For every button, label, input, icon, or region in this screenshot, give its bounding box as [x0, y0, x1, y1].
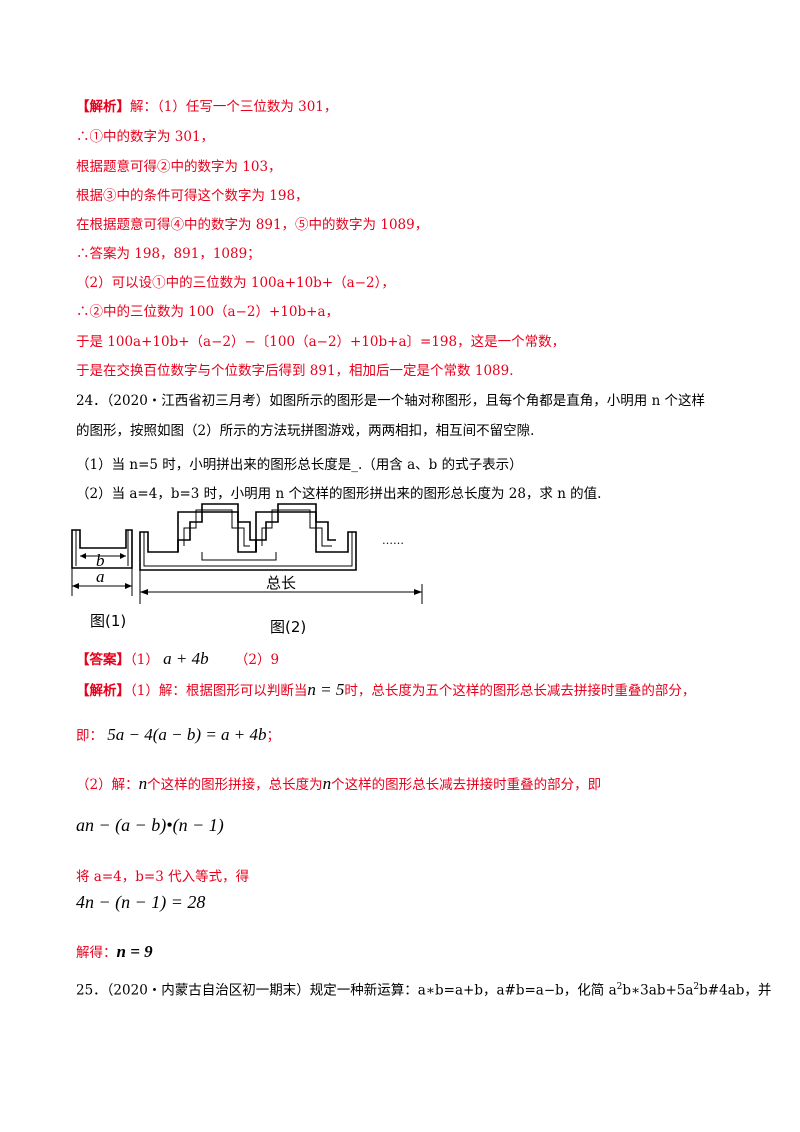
dimension-b — [80, 553, 126, 559]
solution-line-6: ∴答案为 198，891，1089； — [76, 246, 261, 262]
answer-expression: a + 4b — [163, 649, 209, 668]
caption-figure-1: 图(1) — [90, 612, 126, 630]
question-24-sub-2: （2）当 a=4，b=3 时，小明用 n 个这样的图形拼出来的图形总长度为 28… — [76, 486, 602, 502]
solution-line-5: 在根据题意可得④中的数字为 891，⑤中的数字为 1089， — [76, 217, 429, 233]
figure-2-shape — [139, 503, 357, 571]
figure-1-shape — [71, 529, 133, 569]
solution-line-10: 于是在交换百位数字与个位数字后得到 891，相加后一定是个常数 1089. — [76, 363, 514, 379]
dimension-total-length — [139, 570, 423, 604]
answer-label: 【答案】 — [76, 652, 130, 668]
analysis-label-2: 【解析】 — [76, 683, 130, 699]
math-n-1: n — [138, 774, 148, 793]
math-n-equals-5: n = 5 — [307, 680, 345, 699]
solution-line-9: 于是 100a+10b+（a−2）−〔100（a−2）+10b+a〕=198，这… — [76, 334, 566, 350]
figure-ellipsis: …… — [382, 534, 404, 547]
analysis-line-3: （2）解：n个这样的图形拼接，总长度为n个这样的图形总长减去拼接时重叠的部分，即 — [76, 774, 602, 794]
analysis-line-2: 即： 5a − 4(a − b) = a + 4b； — [76, 725, 281, 745]
math-n-equals-9: n = 9 — [116, 942, 153, 961]
dimension-a — [71, 568, 133, 596]
solution-line-8: ∴②中的三位数为 100（a−2）+10b+a， — [76, 304, 339, 320]
solution-line-7: （2）可以设①中的三位数为 100a+10b+（a−2）， — [76, 275, 395, 291]
analysis-line-1: 【解析】（1）解：根据图形可以判断当n = 5时，总长度为五个这样的图形总长减去… — [76, 680, 696, 700]
question-25-line-1: 25．（2020・内蒙古自治区初一期末）规定一种新运算：a∗b=a+b，a#b=… — [76, 982, 772, 999]
solution-line-1: 【解析】解：（1）任写一个三位数为 301， — [76, 99, 338, 115]
question-24-sub-1: （1）当 n=5 时，小明拼出来的图形总长度是_.（用含 a、b 的式子表示） — [76, 457, 523, 473]
label-a: a — [96, 567, 105, 586]
question-24-line-1: 24．（2020・江西省初三月考）如图所示的图形是一个轴对称图形，且每个角都是直… — [76, 393, 706, 409]
caption-figure-2: 图(2) — [270, 618, 306, 636]
question-24-line-2: 的图形，按照如图（2）所示的方法玩拼图游戏，两两相扣，相互间不留空隙. — [76, 423, 535, 439]
solution-line-4: 根据③中的条件可得这个数字为 198， — [76, 188, 309, 204]
label-b: b — [96, 551, 105, 570]
equation-line: 4n − (n − 1) = 28 — [76, 892, 206, 912]
math-n-2: n — [322, 774, 332, 793]
formula-general: an − (a − b)•(n − 1) — [76, 815, 224, 835]
analysis-result: 解得：n = 9 — [76, 942, 153, 962]
analysis-substitute: 将 a=4，b=3 代入等式，得 — [76, 869, 250, 885]
puzzle-figure: b a 总长 …… 图(1) 图(2) — [71, 503, 423, 636]
math-total-length: 5a − 4(a − b) = a + 4b — [107, 725, 267, 744]
solution-line-2: ∴①中的数字为 301， — [76, 129, 215, 145]
solution-line-3: 根据题意可得②中的数字为 103， — [76, 159, 282, 175]
analysis-label: 【解析】 — [76, 99, 130, 115]
label-total-length: 总长 — [266, 574, 296, 592]
answer-line: 【答案】（1） a + 4b （2）9 — [76, 649, 280, 669]
